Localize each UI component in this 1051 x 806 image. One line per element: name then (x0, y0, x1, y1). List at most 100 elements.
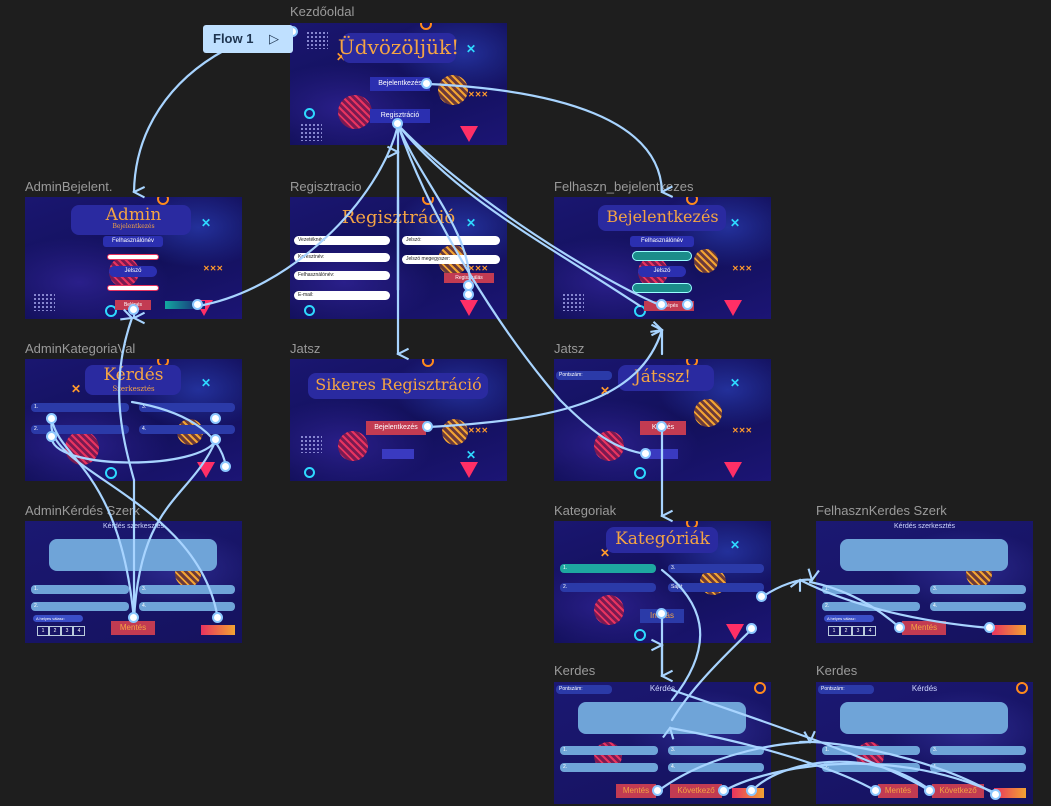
password-field[interactable]: Jelszó: (402, 236, 500, 245)
hotspot-node[interactable] (128, 304, 139, 315)
question-textarea[interactable] (49, 539, 217, 571)
email-field[interactable]: E-mail: (294, 291, 390, 300)
frame-kerdes-2[interactable]: Pontszám: Kérdés 1. 3. 2. 4. Mentés Köve… (816, 682, 1033, 804)
username-input[interactable] (632, 251, 692, 261)
answer-number-box[interactable]: 2 (49, 626, 61, 636)
hotspot-node[interactable] (984, 622, 995, 633)
category-item[interactable]: 1. (560, 564, 656, 573)
hotspot-node[interactable] (210, 434, 221, 445)
login-button[interactable]: Bejelentkezés (366, 421, 426, 435)
password-input[interactable] (632, 283, 692, 293)
category-item[interactable]: 2. (560, 583, 656, 592)
answer-item[interactable]: 1. (31, 585, 129, 594)
next-button[interactable]: Következő (670, 784, 722, 798)
hotspot-node[interactable] (870, 785, 881, 796)
save-button[interactable]: Mentés (616, 784, 656, 798)
answer-item[interactable]: 4. (930, 763, 1026, 772)
hotspot-node[interactable] (656, 299, 667, 310)
answer-item[interactable]: 3. (139, 585, 235, 594)
category-item-custom[interactable]: Saját (668, 583, 764, 592)
answer-item[interactable]: 1. (822, 746, 920, 755)
answer-item[interactable]: 4. (930, 602, 1026, 611)
answer-number-box[interactable]: 3 (61, 626, 73, 636)
answer-item[interactable]: 2. (560, 763, 658, 772)
frame-regisztracio[interactable]: ✕ ✕✕✕ Regisztráció Vezetéknév: Keresztné… (290, 197, 507, 319)
decor-x-icon: ✕✕✕ (203, 264, 224, 273)
hotspot-node[interactable] (421, 78, 432, 89)
hotspot-node[interactable] (718, 785, 729, 796)
answer-item[interactable]: 3. (930, 746, 1026, 755)
save-button[interactable]: Mentés (902, 621, 946, 635)
login-button[interactable]: Bejelentkezés (370, 77, 430, 91)
lastname-field[interactable]: Vezetéknév: (294, 236, 390, 245)
answer-item[interactable]: 4. (139, 602, 235, 611)
question-textarea[interactable] (840, 539, 1008, 571)
hotspot-node[interactable] (463, 289, 474, 300)
category-item[interactable]: 3. (139, 403, 235, 412)
username-field[interactable]: Felhasználónév: (294, 271, 390, 280)
hotspot-node[interactable] (640, 448, 651, 459)
hotspot-node[interactable] (746, 785, 757, 796)
hotspot-node[interactable] (46, 413, 57, 424)
hotspot-node[interactable] (756, 591, 767, 602)
decor-disc (594, 595, 624, 625)
login-submit-button[interactable]: Belépés (644, 301, 694, 311)
hotspot-node[interactable] (192, 299, 203, 310)
hotspot-node[interactable] (212, 612, 223, 623)
category-item[interactable]: 3. (668, 564, 764, 573)
answer-item[interactable]: 2. (822, 602, 920, 611)
answer-item[interactable]: 2. (822, 763, 920, 772)
hotspot-node[interactable] (210, 413, 221, 424)
frame-felhasznkerdes[interactable]: Kérdés szerkesztés 1. 3. 2. 4. A helyes … (816, 521, 1033, 643)
answer-item[interactable]: 3. (668, 746, 764, 755)
hotspot-node[interactable] (392, 118, 403, 129)
answer-number-box[interactable]: 1 (37, 626, 49, 636)
hotspot-node[interactable] (656, 421, 667, 432)
frame-kategoriak[interactable]: ✕ ✕ Kategóriák 1. 3. 2. Saját Indítás (554, 521, 771, 643)
answer-item[interactable]: 3. (930, 585, 1026, 594)
decor-x-icon: ✕✕✕ (468, 90, 489, 99)
hotspot-node[interactable] (990, 789, 1001, 800)
register-button[interactable]: Regisztráció (370, 109, 430, 123)
hotspot-node[interactable] (46, 431, 57, 442)
next-button[interactable]: Következő (932, 784, 984, 798)
hotspot-node[interactable] (128, 612, 139, 623)
category-item[interactable]: 2. (31, 425, 129, 434)
hotspot-node[interactable] (924, 785, 935, 796)
frame-admin-kerdes[interactable]: Kérdés szerkesztés 1. 3. 2. 4. A helyes … (25, 521, 242, 643)
answer-number-box[interactable]: 4 (864, 626, 876, 636)
frame-sikeres-regisztracio[interactable]: ✕ ✕✕✕ Sikeres Regisztráció Bejelentkezés (290, 359, 507, 481)
answer-number-box[interactable]: 1 (828, 626, 840, 636)
hotspot-node[interactable] (652, 785, 663, 796)
answer-number-box[interactable]: 4 (73, 626, 85, 636)
hotspot-node[interactable] (746, 623, 757, 634)
hotspot-node[interactable] (894, 622, 905, 633)
category-item[interactable]: 1. (31, 403, 129, 412)
answer-item[interactable]: 1. (560, 746, 658, 755)
answer-item[interactable]: 2. (31, 602, 129, 611)
save-button[interactable]: Mentés (111, 621, 155, 635)
category-item[interactable]: 4. (139, 425, 235, 434)
play-icon[interactable]: ▷ (269, 31, 279, 46)
decor-ring (304, 305, 315, 316)
flow-start-tag[interactable]: Flow 1 ▷ (203, 25, 293, 53)
decor-x-icon: ✕ (336, 50, 347, 64)
answer-item[interactable]: 4. (668, 763, 764, 772)
title-backdrop (606, 527, 718, 553)
password-input[interactable] (107, 285, 159, 291)
hotspot-node[interactable] (422, 421, 433, 432)
frame-kerdes-1[interactable]: Pontszám: Kérdés 1. 3. 2. 4. Mentés Köve… (554, 682, 771, 804)
frame-jatssz[interactable]: ✕ ✕ ✕✕✕ Pontszám: Játssz! Kérdés (554, 359, 771, 481)
hotspot-node[interactable] (220, 461, 231, 472)
answer-number-box[interactable]: 2 (840, 626, 852, 636)
save-button[interactable]: Mentés (878, 784, 918, 798)
answer-item[interactable]: 1. (822, 585, 920, 594)
answer-number-box[interactable]: 3 (852, 626, 864, 636)
hotspot-node[interactable] (682, 299, 693, 310)
password-confirm-field[interactable]: Jelszó megegyszer: (402, 255, 500, 264)
username-input[interactable] (107, 254, 159, 260)
decor-disc (694, 399, 722, 427)
frame-admin-bejelent[interactable]: ✕ ✕✕✕ Admin Bejelentkezés Felhasználónév… (25, 197, 242, 319)
firstname-field[interactable]: Keresztnév: (294, 253, 390, 262)
hotspot-node[interactable] (656, 608, 667, 619)
